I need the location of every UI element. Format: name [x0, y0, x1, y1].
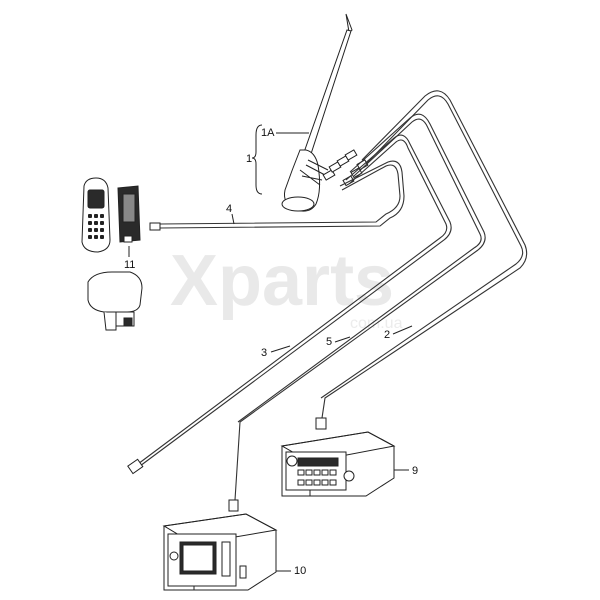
callout-10: 10	[294, 565, 306, 577]
cable-2-connector	[315, 417, 327, 430]
callout-1: 1	[246, 153, 252, 165]
callout-5: 5	[326, 336, 332, 348]
phone-cradle	[117, 185, 141, 243]
armrest-holder	[87, 271, 143, 331]
antenna-base-plate	[281, 196, 315, 212]
antenna-tip	[345, 13, 353, 33]
callout-11: 11	[124, 259, 135, 271]
cable-4-connector	[149, 222, 161, 231]
callout-1-group: 1A 1	[246, 124, 309, 195]
cable-4	[159, 160, 405, 229]
cable-2-inner	[320, 95, 524, 399]
callout-3: 3	[261, 347, 267, 359]
antenna-assembly	[281, 13, 369, 212]
cable-5	[234, 113, 486, 501]
watermark: Xparts com.ua	[170, 241, 403, 332]
cable-3-connector	[127, 458, 144, 475]
phone-handset	[81, 177, 111, 253]
antenna-mast	[301, 29, 352, 161]
cable-5-connector	[228, 499, 239, 512]
cable-3	[139, 134, 452, 467]
callout-9: 9	[412, 465, 418, 477]
callout-1a: 1A	[261, 127, 275, 139]
navigation-unit	[162, 513, 278, 591]
bracket-1	[251, 124, 263, 195]
antenna-connectors	[322, 149, 369, 187]
callout-2: 2	[384, 329, 390, 341]
cable-3-inner	[137, 139, 448, 465]
cable-4-inner	[159, 164, 401, 225]
cable-5-inner	[237, 118, 482, 423]
antenna-base-foot	[284, 149, 321, 212]
radio-unit	[280, 431, 396, 497]
antenna-leads	[299, 159, 329, 186]
callout-4: 4	[226, 203, 232, 215]
watermark-brand: Xparts	[170, 241, 394, 321]
cable-2	[321, 90, 528, 419]
cable-callouts: 4 3 5 2	[226, 203, 413, 359]
